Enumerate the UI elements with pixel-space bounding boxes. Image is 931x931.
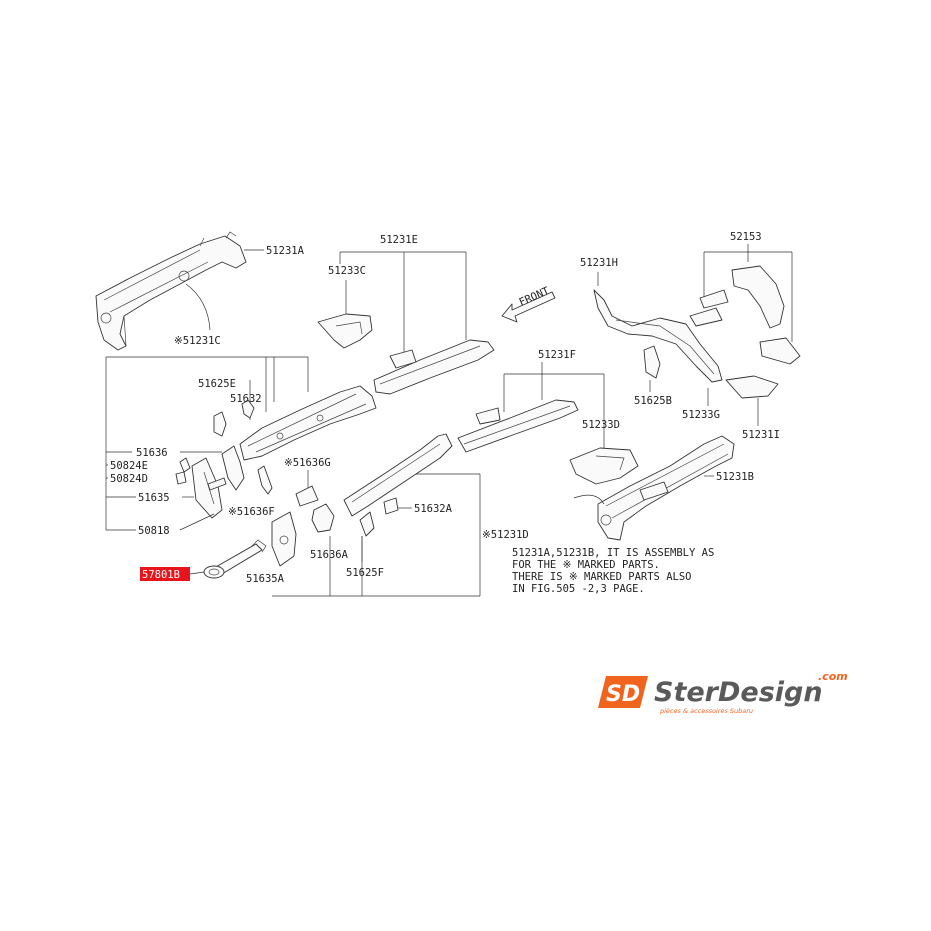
part-51231D-drawing: [343, 433, 453, 537]
logo-mark: [598, 676, 648, 708]
label-51231D: ※51231D: [482, 529, 529, 541]
label-51233D: 51233D: [582, 419, 620, 431]
label-51231B: 51231B: [716, 471, 754, 483]
part-51233C-drawing: [317, 313, 373, 349]
part-51625E-drawing: [213, 399, 255, 437]
label-51231C: ※51231C: [174, 335, 221, 347]
part-51231A-drawing: [95, 231, 247, 351]
part-51635-drawing: [191, 457, 227, 519]
front-arrow: [501, 291, 556, 323]
label-51231A: 51231A: [266, 245, 305, 257]
part-51231B-drawing: [597, 435, 735, 541]
part-51231E-drawing: [373, 339, 495, 395]
part-51636F-drawing: [257, 465, 273, 495]
label-51231E: 51231E: [380, 234, 418, 246]
logo-tagline-text: pièces & accessoires Subaru: [659, 707, 753, 715]
label-51635A: 51635A: [246, 573, 285, 585]
label-51636A: 51636A: [310, 549, 349, 561]
label-52153: 52153: [730, 231, 762, 243]
label-51233G: 51233G: [682, 409, 720, 421]
part-51231I-drawing: [725, 375, 779, 399]
part-57801B-drawing: [203, 539, 267, 579]
part-51231F-drawing: [457, 399, 579, 453]
part-50824-drawing: [175, 457, 191, 485]
label-51231I: 51231I: [742, 429, 780, 441]
highlight-57801B: [140, 567, 190, 581]
note-line-4: IN FIG.505 -2,3 PAGE.: [512, 583, 645, 595]
label-51231F: 51231F: [538, 349, 576, 361]
label-51625B: 51625B: [634, 395, 672, 407]
label-51636F: ※51636F: [228, 506, 275, 518]
label-51632: 51632: [230, 393, 262, 405]
assembly-note: 51231A,51231B, IT IS ASSEMBLY AS FOR THE…: [512, 547, 714, 595]
label-57801B[interactable]: 57801B: [142, 569, 180, 581]
part-51636-drawing: [221, 445, 245, 491]
label-51233C: 51233C: [328, 265, 366, 277]
part-51625B-drawing: [643, 345, 661, 379]
logo-tld-text: .com: [818, 670, 848, 683]
part-51635A-drawing: [271, 511, 297, 567]
part-52153-drawing: [689, 265, 801, 365]
label-51632A: 51632A: [414, 503, 453, 515]
label-50824E: 50824E: [110, 460, 148, 472]
part-51231C-rail-drawing: [239, 385, 377, 461]
label-51625E: 51625E: [198, 378, 236, 390]
label-51635: 51635: [138, 492, 170, 504]
note-line-1: 51231A,51231B, IT IS ASSEMBLY AS: [512, 547, 714, 559]
part-51636G-drawing: [295, 485, 319, 507]
label-50824D: 50824D: [110, 473, 148, 485]
label-51636: 51636: [136, 447, 168, 459]
label-51625F: 51625F: [346, 567, 384, 579]
sterdesign-logo: SD SterDesign .com pièces & accessoires …: [598, 670, 848, 715]
note-line-2: FOR THE ※ MARKED PARTS.: [512, 559, 660, 571]
label-50818: 50818: [138, 525, 170, 537]
part-51632A-drawing: [383, 497, 399, 515]
logo-mark-text: SD: [606, 682, 640, 707]
part-51231H-drawing: [593, 289, 723, 383]
part-51233D-drawing: [569, 447, 639, 485]
logo-brand-text: SterDesign: [654, 677, 823, 708]
label-51636G: ※51636G: [284, 457, 331, 469]
part-51636A-drawing: [311, 503, 335, 533]
label-51231H: 51231H: [580, 257, 618, 269]
note-line-3: THERE IS ※ MARKED PARTS ALSO: [512, 571, 691, 583]
